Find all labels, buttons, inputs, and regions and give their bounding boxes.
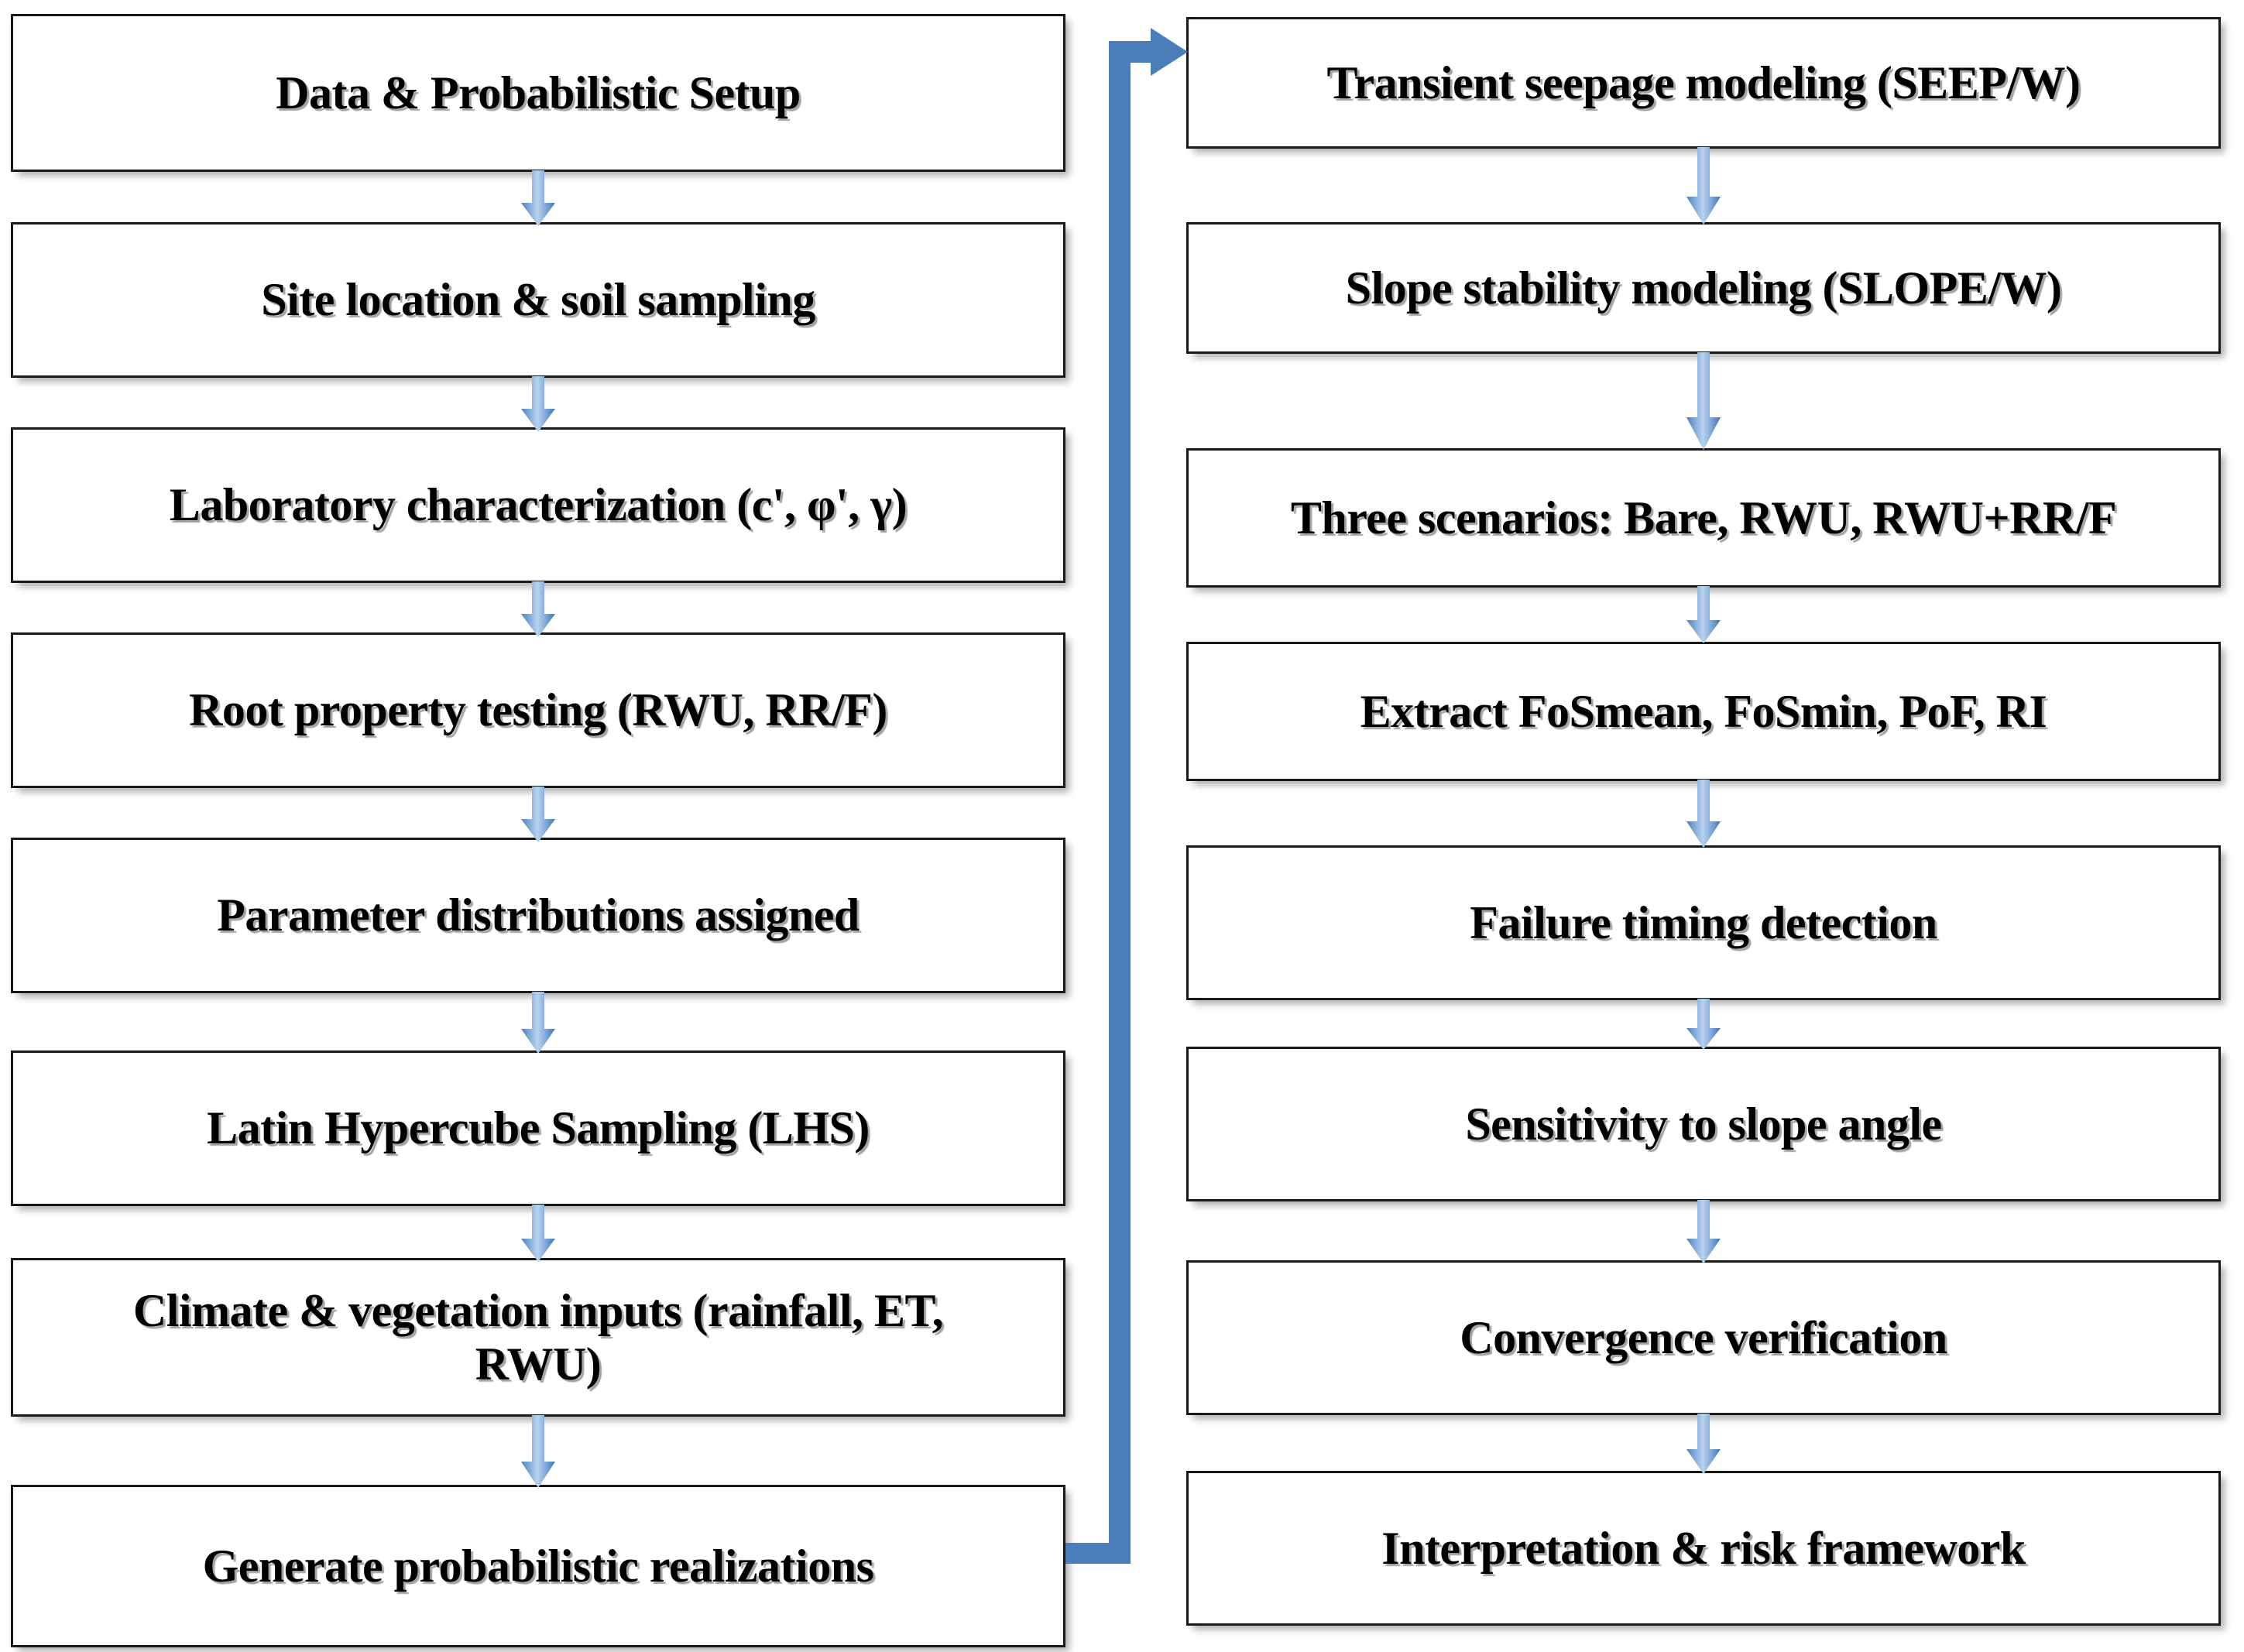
arrow-down-left-3 bbox=[521, 581, 555, 637]
node-climate-vegetation-inputs[interactable]: Climate & vegetation inputs (rainfall, E… bbox=[11, 1258, 1065, 1417]
node-label: Convergence verification bbox=[1460, 1311, 1947, 1363]
node-label: Climate & vegetation inputs (rainfall, E… bbox=[132, 1285, 944, 1390]
node-laboratory-characterization[interactable]: Laboratory characterization (c', φ', γ) bbox=[11, 427, 1065, 583]
node-interpretation-risk-framework[interactable]: Interpretation & risk framework bbox=[1186, 1471, 2221, 1626]
node-three-scenarios[interactable]: Three scenarios: Bare, RWU, RWU+RR/F bbox=[1186, 448, 2221, 588]
node-label: Generate probabilistic realizations bbox=[202, 1540, 874, 1592]
node-label: Sensitivity to slope angle bbox=[1465, 1098, 1942, 1150]
node-generate-probabilistic-realizations[interactable]: Generate probabilistic realizations bbox=[11, 1485, 1065, 1647]
arrow-down-left-1 bbox=[521, 170, 555, 226]
node-failure-timing-detection[interactable]: Failure timing detection bbox=[1186, 845, 2221, 1000]
node-label: Data & Probabilistic Setup bbox=[276, 67, 801, 118]
arrow-down-left-7 bbox=[521, 1415, 555, 1488]
node-label: Transient seepage modeling (SEEP/W) bbox=[1326, 57, 2081, 108]
arrow-down-right-3 bbox=[1686, 586, 1721, 643]
arrow-down-left-4 bbox=[521, 787, 555, 842]
node-label: Failure timing detection bbox=[1470, 896, 1937, 948]
node-parameter-distributions-assigned[interactable]: Parameter distributions assigned bbox=[11, 838, 1065, 993]
connector-left-to-right bbox=[1061, 23, 1200, 1564]
arrow-down-left-5 bbox=[521, 992, 555, 1054]
arrow-down-right-7 bbox=[1686, 1414, 1721, 1474]
node-label: Extract FoSmean, FoSmin, PoF, RI bbox=[1360, 685, 2047, 737]
node-label: Parameter distributions assigned bbox=[217, 889, 860, 941]
arrow-down-right-4 bbox=[1686, 780, 1721, 848]
node-label: Root property testing (RWU, RR/F) bbox=[189, 684, 887, 736]
node-label: Laboratory characterization (c', φ', γ) bbox=[169, 479, 908, 531]
node-label: Three scenarios: Bare, RWU, RWU+RR/F bbox=[1290, 492, 2117, 543]
node-label: Slope stability modeling (SLOPE/W) bbox=[1345, 262, 2062, 314]
node-label: Interpretation & risk framework bbox=[1381, 1522, 2026, 1574]
node-label: Latin Hypercube Sampling (LHS) bbox=[207, 1102, 870, 1154]
arrow-down-left-2 bbox=[521, 376, 555, 432]
node-extract-metrics[interactable]: Extract FoSmean, FoSmin, PoF, RI bbox=[1186, 642, 2221, 781]
node-latin-hypercube-sampling[interactable]: Latin Hypercube Sampling (LHS) bbox=[11, 1050, 1065, 1206]
arrow-down-right-2 bbox=[1686, 352, 1721, 450]
node-slope-stability-modeling[interactable]: Slope stability modeling (SLOPE/W) bbox=[1186, 222, 2221, 354]
arrow-down-right-5 bbox=[1686, 999, 1721, 1050]
node-data-probabilistic-setup[interactable]: Data & Probabilistic Setup bbox=[11, 14, 1065, 172]
arrow-down-right-1 bbox=[1686, 147, 1721, 224]
node-root-property-testing[interactable]: Root property testing (RWU, RR/F) bbox=[11, 632, 1065, 788]
node-convergence-verification[interactable]: Convergence verification bbox=[1186, 1260, 2221, 1415]
node-site-location-soil-sampling[interactable]: Site location & soil sampling bbox=[11, 222, 1065, 378]
arrow-down-left-6 bbox=[521, 1205, 555, 1262]
node-transient-seepage-modeling[interactable]: Transient seepage modeling (SEEP/W) bbox=[1186, 17, 2221, 149]
node-sensitivity-to-slope-angle[interactable]: Sensitivity to slope angle bbox=[1186, 1047, 2221, 1201]
node-label: Site location & soil sampling bbox=[261, 274, 815, 326]
arrow-down-right-6 bbox=[1686, 1200, 1721, 1263]
